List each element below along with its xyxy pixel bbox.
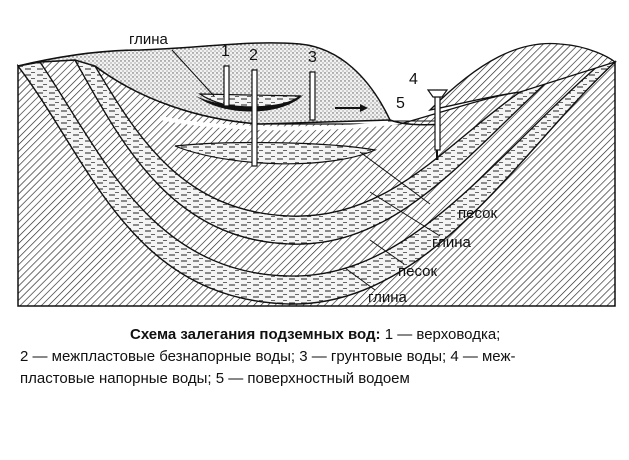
label-clay-2: глина <box>368 289 408 306</box>
label-sand-1: песок <box>458 205 497 222</box>
label-well-1: 1 <box>221 43 230 60</box>
caption-line2: 2 — межпластовые безнапорные воды; 3 — г… <box>20 348 516 365</box>
left-hill-sand <box>17 42 392 125</box>
well-1 <box>223 65 230 107</box>
perched-clay-lens <box>196 94 304 112</box>
inner-sand-lens <box>174 141 378 165</box>
label-well-2: 2 <box>249 47 258 64</box>
label-well-4: 4 <box>409 71 418 88</box>
groundwater-diagram: глина 1 2 3 4 5 песок глина песок глина <box>16 31 617 307</box>
label-surface-water-5: 5 <box>396 95 405 112</box>
well-4 <box>434 91 441 151</box>
label-sand-2: песок <box>398 263 437 280</box>
well-4-head <box>426 89 449 98</box>
caption-line3: пластовые напорные воды; 5 — поверхностн… <box>20 370 410 387</box>
label-well-3: 3 <box>308 49 317 66</box>
figure-caption: Схема залегания подземных вод: 1 — верхо… <box>20 324 620 390</box>
well-2 <box>251 69 258 167</box>
label-clay-top: глина <box>129 31 169 48</box>
groundwater-level <box>159 116 401 131</box>
caption-line1: 1 — верховодка; <box>380 326 501 343</box>
caption-title: Схема залегания подземных вод: <box>130 326 381 343</box>
right-hill-clay <box>428 42 617 112</box>
well-3 <box>309 71 316 121</box>
label-clay-1: глина <box>432 234 472 251</box>
